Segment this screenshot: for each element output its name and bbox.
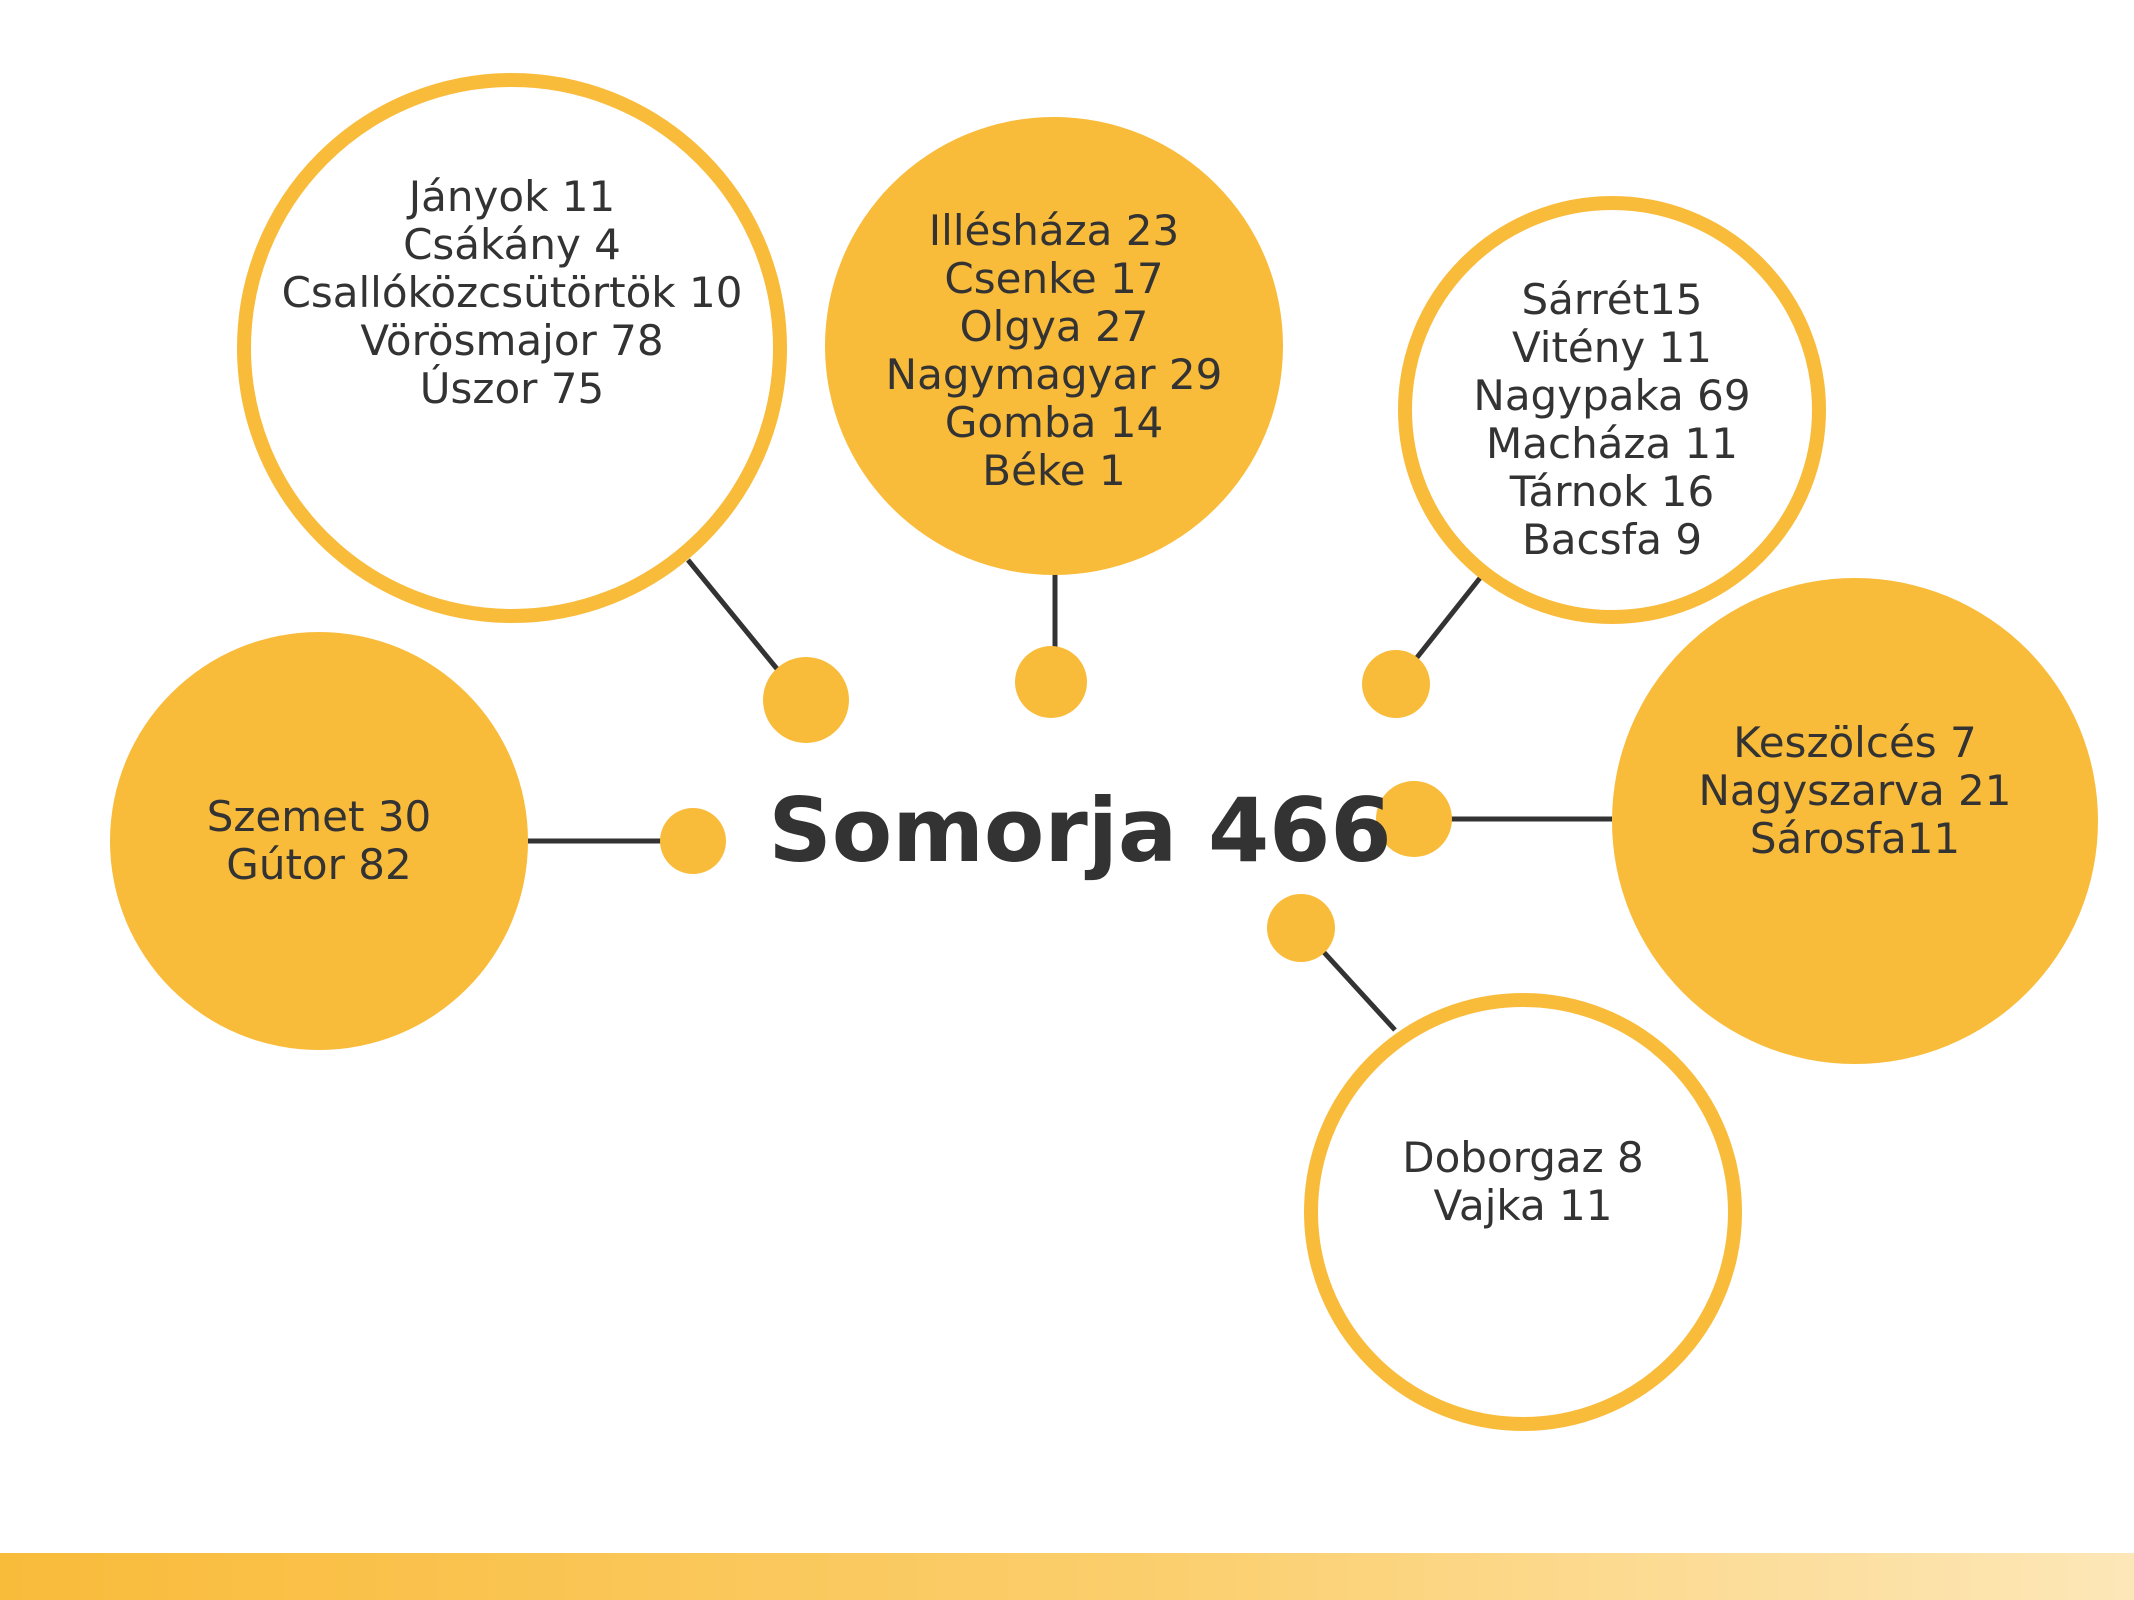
node-line: Vajka 11 bbox=[1433, 1181, 1613, 1230]
node-line: Keszölcés 7 bbox=[1733, 718, 1977, 767]
bottom-accent-bar bbox=[0, 1553, 2134, 1600]
node-line: Sárosfa11 bbox=[1749, 814, 1961, 863]
node-keszolces-group: Keszölcés 7 Nagyszarva 21 Sárosfa11 bbox=[1612, 578, 2098, 1064]
connector-dot-doborgaz bbox=[1267, 894, 1335, 962]
node-line: Gomba 14 bbox=[944, 398, 1164, 447]
connector-dot-illeshaza bbox=[1015, 646, 1087, 718]
node-line: Bacsfa 9 bbox=[1521, 515, 1703, 564]
node-line: Illésháza 23 bbox=[928, 206, 1180, 255]
node-line: Tárnok 16 bbox=[1509, 467, 1715, 516]
node-line: Úszor 75 bbox=[419, 364, 605, 413]
node-line: Vörösmajor 78 bbox=[360, 316, 664, 365]
node-illeshaza-group: Illésháza 23 Csenke 17 Olgya 27 Nagymagy… bbox=[825, 117, 1283, 575]
node-line: Nagyszarva 21 bbox=[1698, 766, 2012, 815]
node-line: Doborgaz 8 bbox=[1402, 1133, 1644, 1182]
node-line: Csallóközcsütörtök 10 bbox=[281, 268, 743, 317]
node-line: Béke 1 bbox=[982, 446, 1126, 495]
center-title: Somorja 466 bbox=[768, 778, 1392, 882]
node-line: Vitény 11 bbox=[1511, 323, 1713, 372]
connector-janyok bbox=[686, 558, 784, 677]
connector-dot-sarret bbox=[1362, 650, 1430, 718]
node-line: Csákány 4 bbox=[403, 220, 621, 269]
node-line: Nagypaka 69 bbox=[1473, 371, 1751, 420]
node-janyok-group: Jányok 11 Csákány 4 Csallóközcsütörtök 1… bbox=[237, 73, 787, 623]
connector-dot-szemet bbox=[660, 808, 726, 874]
connector-dot-janyok bbox=[763, 657, 849, 743]
node-doborgaz-group: Doborgaz 8 Vajka 11 bbox=[1304, 993, 1742, 1431]
connector-dot-keszolces bbox=[1376, 781, 1452, 857]
node-line: Csenke 17 bbox=[944, 254, 1164, 303]
node-line: Szemet 30 bbox=[206, 792, 432, 841]
node-sarret-group: Sárrét15 Vitény 11 Nagypaka 69 Macháza 1… bbox=[1398, 196, 1826, 624]
node-line: Olgya 27 bbox=[959, 302, 1149, 351]
node-line: Sárrét15 bbox=[1521, 275, 1703, 324]
connector-sarret bbox=[1413, 576, 1482, 662]
node-line: Jányok 11 bbox=[408, 172, 616, 221]
connector-doborgaz bbox=[1318, 946, 1397, 1032]
node-line: Nagymagyar 29 bbox=[885, 350, 1223, 399]
node-line: Gútor 82 bbox=[226, 840, 412, 889]
node-szemet-group: Szemet 30 Gútor 82 bbox=[110, 632, 528, 1050]
node-line: Macháza 11 bbox=[1486, 419, 1738, 468]
